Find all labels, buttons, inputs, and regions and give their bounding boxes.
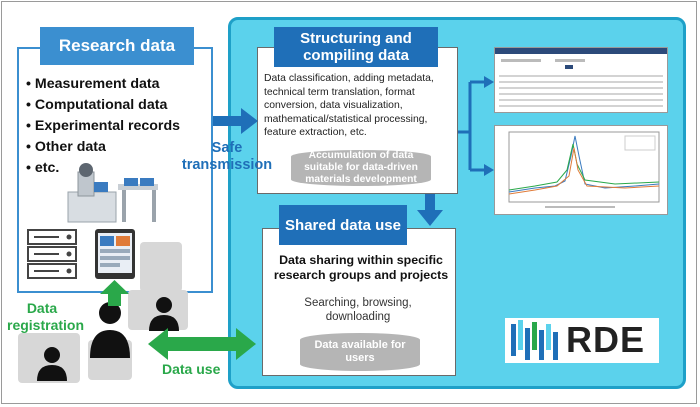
person-icon — [37, 347, 67, 381]
rde-logo-text: RDE — [566, 319, 646, 360]
safe-transmission-arrow — [213, 108, 258, 134]
rde-logo — [505, 318, 659, 363]
data-registration-label: Data registration — [7, 300, 85, 333]
structuring-description: Data classification, adding metadata, te… — [264, 73, 434, 139]
list-item: etc. — [26, 158, 180, 179]
shared-data-title: Shared data use — [279, 205, 407, 245]
spectrum-thumbnail — [508, 131, 660, 208]
branch-arrow-head — [484, 164, 494, 176]
rde-logo-mark — [511, 320, 558, 360]
data-registration-arrow — [100, 280, 129, 306]
person-icon — [90, 302, 130, 358]
data-use-label: Data use — [162, 361, 221, 377]
lab-instrument-illustration — [67, 163, 158, 223]
data-table-screenshot — [494, 47, 668, 113]
table-thumbnail — [495, 48, 667, 107]
shared-data-sub-text: Searching, browsing, downloading — [304, 297, 412, 323]
person-icon — [149, 297, 179, 331]
branch-arrow-head — [484, 76, 494, 88]
branch-arrow — [458, 80, 486, 172]
research-data-list: Measurement data Computational data Expe… — [26, 74, 180, 179]
list-item: Other data — [26, 137, 180, 158]
available-data-storage: Data available for users — [300, 333, 420, 371]
server-icon — [27, 229, 77, 279]
tablet-icon — [95, 229, 135, 279]
spectrum-chart-screenshot — [494, 125, 668, 215]
structuring-title: Structuring and compiling data — [274, 27, 438, 67]
data-use-arrow — [148, 328, 256, 360]
down-arrow — [417, 194, 443, 226]
safe-transmission-label: Safe transmission — [181, 140, 273, 173]
data-accumulation-storage: Accumulation of data suitable for data-d… — [291, 150, 431, 186]
list-item: Computational data — [26, 95, 180, 116]
list-item: Experimental records — [26, 116, 180, 137]
list-item: Measurement data — [26, 74, 180, 95]
decorative-shape — [140, 242, 182, 292]
research-data-title: Research data — [40, 27, 194, 65]
shared-data-main-text: Data sharing within specific research gr… — [273, 253, 449, 282]
